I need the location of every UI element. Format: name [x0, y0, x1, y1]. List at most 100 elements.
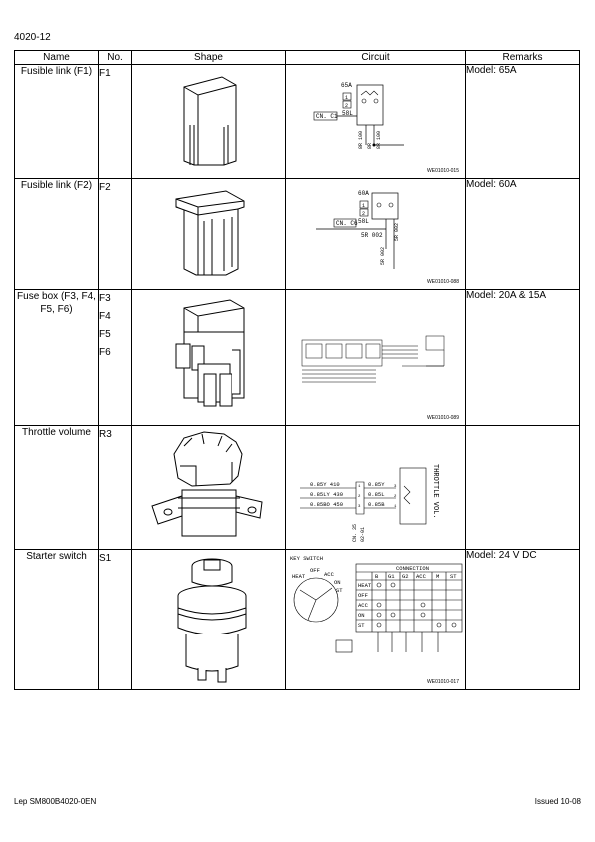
starter-switch-icon [177, 558, 247, 683]
component-name: Throttle volume [14, 425, 99, 550]
circuit-label: 2 [345, 103, 348, 109]
switch-position-label: HEAT [358, 582, 372, 589]
circuit-label: 5R 002 [380, 247, 386, 265]
key-switch-title: KEY SWITCH [290, 555, 323, 562]
throttle-volume-icon [151, 431, 263, 537]
circuit-cell: 0.85Y 410 0.85LY 430 0.85BO 450 0.85Y 0.… [285, 425, 466, 550]
circuit-label: 8R [367, 143, 373, 149]
circuit-label: 1 [362, 203, 365, 209]
switch-position-label: ON [358, 612, 365, 619]
table-row: Fusible link (F2) F2 [14, 178, 580, 290]
switch-column-label: ACC [416, 573, 427, 580]
document-code: Lep SM800B4020-0EN [14, 797, 97, 806]
switch-column-label: G1 [388, 573, 395, 580]
circuit-cell: WE01010-089 [285, 289, 466, 426]
key-switch-circuit-diagram: KEY SWITCH [290, 555, 463, 653]
component-number: S1 [98, 549, 132, 690]
throttle-circuit-diagram: 0.85Y 410 0.85LY 430 0.85BO 450 0.85Y 0.… [300, 464, 439, 542]
circuit-label: 1 [394, 505, 397, 509]
shape-cell [131, 549, 286, 690]
circuit-label: 8R 100 [358, 131, 364, 149]
switch-column-label: B [375, 573, 379, 580]
drawing-code: WE01010-015 [427, 168, 459, 174]
drawing-code: WE01010-089 [427, 415, 459, 421]
circuit-cell: 65A 1 2 CN. C1 58L 8R 1 [285, 64, 466, 179]
component-name: Fusible link (F1) [14, 64, 99, 179]
circuit-label: 02-01 [360, 527, 366, 542]
component-name: Fuse box (F3, F4, F5, F6) [14, 289, 99, 426]
circuit-label: 8R 100 [376, 131, 382, 149]
shape-cell [131, 64, 286, 179]
circuit-label: 0.85L [368, 491, 385, 498]
circuit-cell: KEY SWITCH [285, 549, 466, 690]
drawing-code: WE01010-088 [427, 279, 459, 285]
dial-label: HEAT [292, 573, 306, 580]
header-name: Name [14, 50, 99, 65]
circuit-label: 2 [358, 495, 361, 499]
circuit-label: 1 [358, 485, 361, 489]
shape-cell [131, 178, 286, 290]
drawing-code: WE01010-017 [427, 679, 459, 685]
header-circuit: Circuit [285, 50, 466, 65]
switch-column-label: G2 [402, 573, 409, 580]
component-number-item: F5 [99, 329, 111, 340]
circuit-label: 58L [358, 218, 369, 225]
circuit-label: 0.85LY 430 [310, 491, 343, 498]
component-number: F3 F4 F5 F6 [98, 289, 132, 426]
header-remarks: Remarks [465, 50, 580, 65]
component-name: Fusible link (F2) [14, 178, 99, 290]
circuit-label: 5R 002 [394, 223, 400, 241]
circuit-cell: 60A 1 2 CN. C6 58L 5R 002 5R 002 [285, 178, 466, 290]
fuse-box-circuit-diagram [301, 335, 445, 383]
circuit-label: CN. C1 [316, 113, 338, 120]
table-row: Fusible link (F1) F1 [14, 64, 580, 179]
component-number: R3 [98, 425, 132, 550]
component-number: F1 [98, 64, 132, 179]
component-remarks: Model: 60A [465, 178, 580, 290]
fusible-link-icon [175, 190, 245, 276]
shape-cell [131, 289, 286, 426]
component-number-item: F4 [99, 311, 111, 322]
header-shape: Shape [131, 50, 286, 65]
circuit-label: 5R 002 [361, 232, 383, 239]
component-number-item: R3 [99, 429, 112, 440]
circuit-label: 3 [358, 505, 361, 509]
circuit-label: 2 [394, 495, 397, 499]
dial-label: ST [336, 587, 343, 594]
circuit-label: 1 [345, 95, 348, 101]
component-remarks: Model: 20A & 15A [465, 289, 580, 426]
fuse-circuit-diagram: 65A 1 2 CN. C1 58L 8R 1 [313, 82, 404, 149]
fuse-circuit-diagram: 60A 1 2 CN. C6 58L 5R 002 5R 002 [316, 190, 400, 269]
table-row: Fuse box (F3, F4, F5, F6) F3 F4 F5 F6 [14, 289, 580, 426]
component-remarks [465, 425, 580, 550]
component-name: Starter switch [14, 549, 99, 690]
circuit-label: 0.85Y 410 [310, 481, 340, 488]
component-table: Name No. Shape Circuit Remarks Fusible l… [14, 50, 580, 690]
dial-label: ACC [324, 571, 335, 578]
table-row: Starter switch S1 [14, 549, 580, 690]
component-number-item: F3 [99, 293, 111, 304]
issue-date: Issued 10-08 [534, 797, 581, 806]
switch-column-label: M [436, 573, 439, 580]
circuit-label: 58L [342, 110, 353, 117]
circuit-label: 65A [341, 82, 352, 89]
circuit-label: CN. C6 [336, 220, 358, 227]
dial-label: ON [334, 579, 341, 586]
circuit-label: 0.85BO 450 [310, 501, 343, 508]
component-remarks: Model: 65A [465, 64, 580, 179]
circuit-label: 3 [394, 485, 397, 489]
component-number-item: S1 [99, 553, 112, 564]
component-number-item: F1 [99, 68, 111, 79]
table-row: Throttle volume R3 [14, 425, 580, 550]
page-number: 4020-12 [14, 32, 51, 43]
fusible-link-icon [183, 76, 237, 166]
switch-position-label: ACC [358, 602, 369, 609]
shape-cell [131, 425, 286, 550]
circuit-label: 0.85Y [368, 481, 385, 488]
circuit-label: THROTTLE VOL. [431, 464, 439, 519]
circuit-label: CN. 35 [352, 524, 358, 542]
circuit-label: 2 [362, 211, 365, 217]
switch-position-label: OFF [358, 592, 368, 599]
fuse-box-icon [175, 299, 245, 407]
connection-header: CONNECTION [396, 565, 429, 572]
